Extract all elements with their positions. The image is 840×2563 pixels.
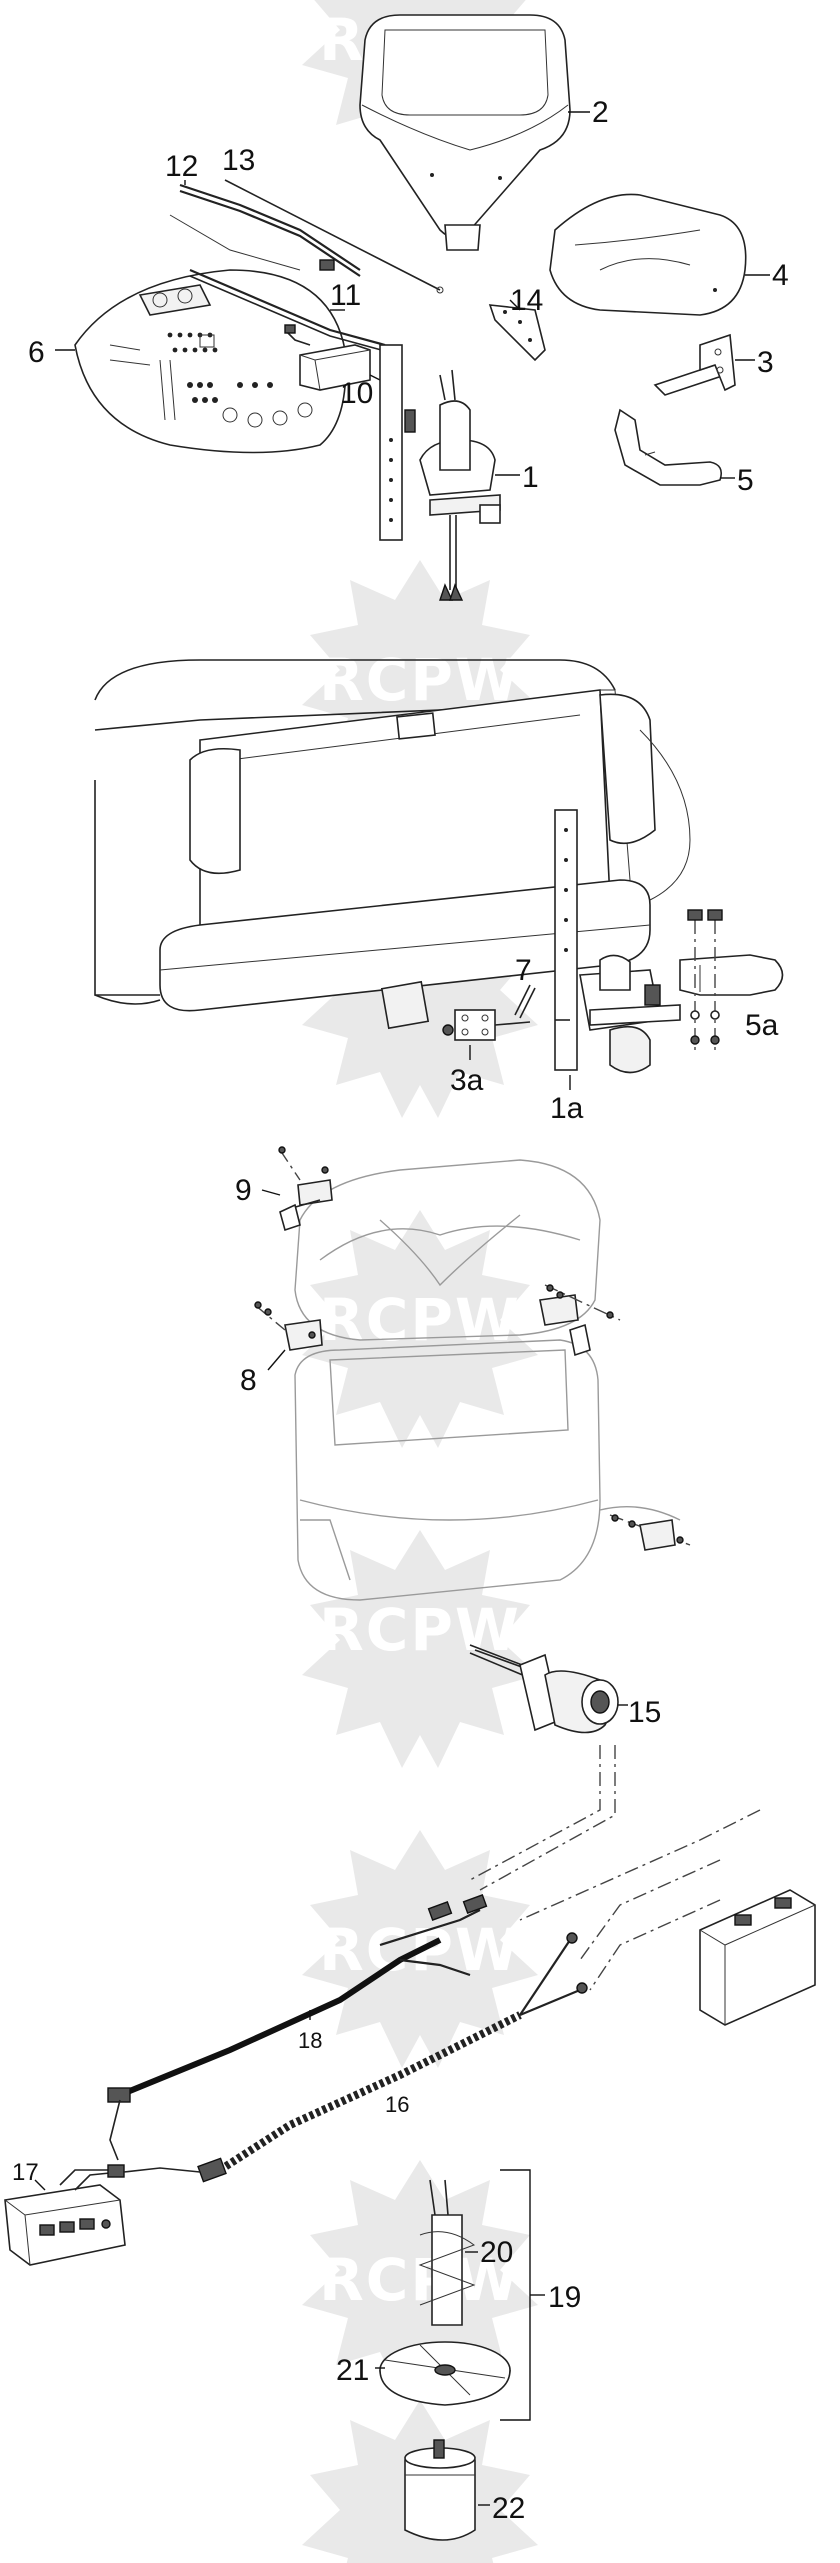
callout-20: 20 xyxy=(480,2236,513,2269)
callout-5a: 5a xyxy=(745,1009,779,1042)
latch-part-9 xyxy=(278,1146,333,1232)
deflector-part-5a xyxy=(679,909,784,1050)
callout-7: 7 xyxy=(515,954,532,987)
callout-22: 22 xyxy=(492,2492,525,2525)
callout-12: 12 xyxy=(165,150,198,183)
harness-part-18 xyxy=(107,1894,488,2103)
watermark-text: RCPW xyxy=(319,1596,521,1664)
callout-6: 6 xyxy=(28,336,45,369)
bracket-part-3 xyxy=(653,333,736,396)
harness-part-11 xyxy=(189,268,386,352)
callout-11: 11 xyxy=(330,279,361,312)
callout-3: 3 xyxy=(757,346,774,379)
callout-17: 17 xyxy=(12,2159,39,2186)
lid-part-4 xyxy=(549,193,747,316)
watermark-text: RCPW xyxy=(319,2246,521,2314)
connector-dash-lines xyxy=(469,1745,601,1881)
callout-4: 4 xyxy=(772,259,789,292)
spreader-assembly-part-1a xyxy=(554,809,681,1074)
truck-rear-illustration xyxy=(94,659,691,1012)
latch-part-8 xyxy=(254,1301,323,1351)
callout-18: 18 xyxy=(298,2028,322,2053)
harness-part-12 xyxy=(169,183,361,277)
callout-19: 19 xyxy=(548,2281,581,2314)
callout-9: 9 xyxy=(235,1174,252,1207)
motor-assembly-part-1 xyxy=(379,344,501,601)
harness-part-16 xyxy=(197,1932,588,2183)
callout-16: 16 xyxy=(385,2092,409,2117)
battery xyxy=(699,1889,816,2026)
pin-part-7 xyxy=(514,984,536,1019)
faded-hopper-illustration xyxy=(294,1339,681,1601)
callout-3a: 3a xyxy=(450,1064,484,1097)
callout-10: 10 xyxy=(340,377,373,410)
callout-labels: 2 12 13 4 11 14 6 3 10 1 5 7 5a 3a 1a 9 … xyxy=(12,96,789,2525)
watermark-text: RCPW xyxy=(319,1286,521,1354)
cable-part-13 xyxy=(224,179,444,294)
callout-1: 1 xyxy=(522,461,539,494)
faded-lid-illustration xyxy=(294,1159,601,1341)
watermark-text: RCPW xyxy=(319,646,521,714)
latch-right xyxy=(539,1284,621,1357)
control-box-part-10 xyxy=(284,324,371,391)
hopper-part-2 xyxy=(359,14,571,251)
controller-part-17 xyxy=(4,2099,201,2266)
auger-part-20 xyxy=(418,2179,476,2326)
callout-21: 21 xyxy=(336,2354,369,2387)
spinner-assembly-part-19 xyxy=(500,2169,545,2421)
callout-13: 13 xyxy=(222,144,255,177)
vibrator-part-15 xyxy=(469,1644,619,1734)
callout-8: 8 xyxy=(240,1364,257,1397)
plate-part-14 xyxy=(488,304,546,362)
callout-2: 2 xyxy=(592,96,609,129)
spinner-disk-part-21 xyxy=(379,2341,511,2406)
callout-5: 5 xyxy=(737,464,754,497)
motor-part-22 xyxy=(404,2439,476,2541)
bracket-part-3a xyxy=(380,980,531,1041)
callout-1a: 1a xyxy=(550,1092,584,1125)
bracket-part-5 xyxy=(614,408,723,486)
callout-15: 15 xyxy=(628,1696,661,1729)
hardware-kit-part-6 xyxy=(74,269,347,454)
callout-14: 14 xyxy=(510,284,543,317)
latch-lower-right xyxy=(609,1514,691,1551)
